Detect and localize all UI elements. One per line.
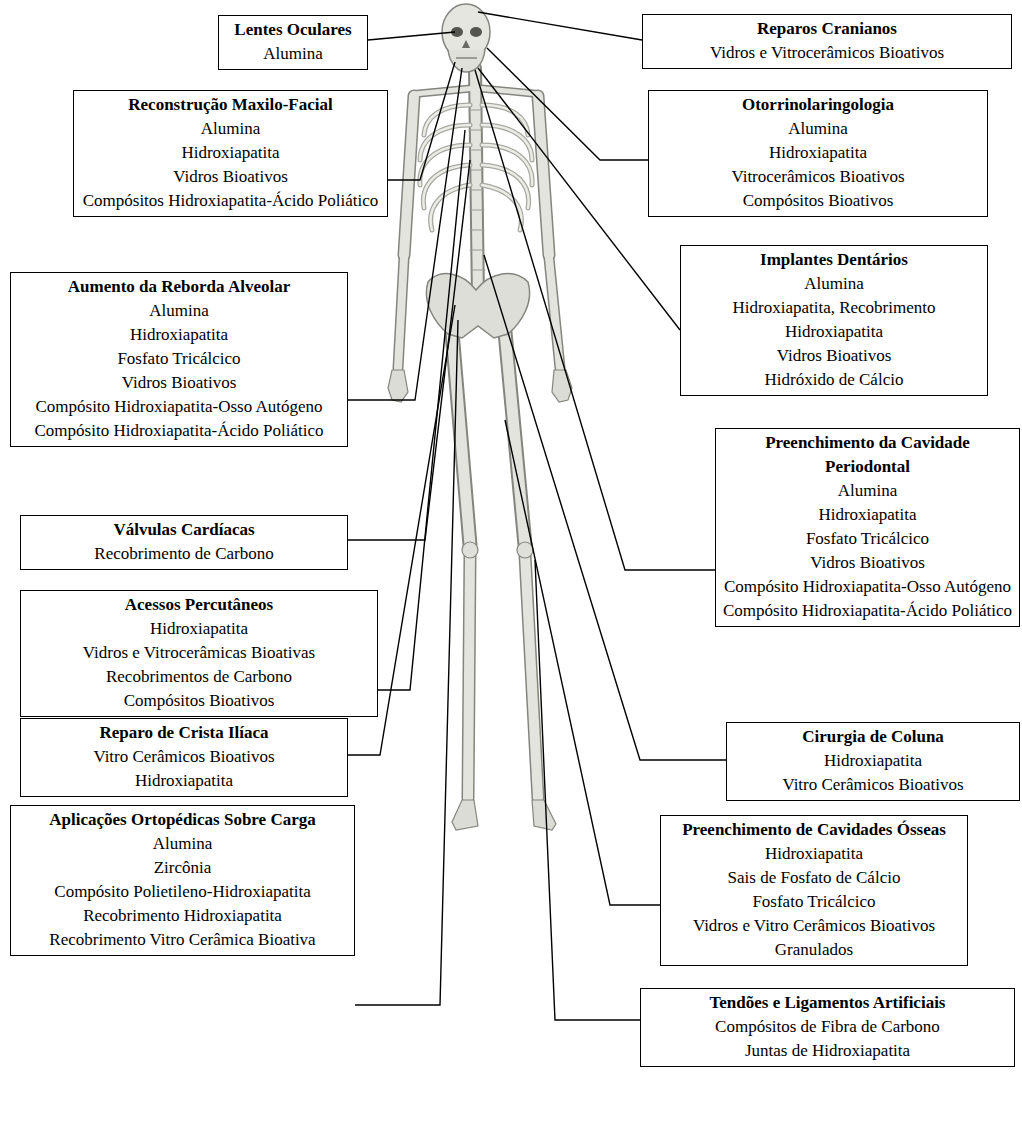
box-heading: Implantes Dentários [687, 248, 981, 272]
material-item: Vitro Cerâmicos Bioativos [733, 773, 1013, 797]
material-box: Reconstrução Maxilo-FacialAluminaHidroxi… [73, 90, 388, 217]
pelvis [426, 274, 529, 338]
leader-line [478, 12, 642, 40]
material-item: Compósitos Bioativos [27, 689, 371, 713]
material-item: Vidros Bioativos [687, 344, 981, 368]
box-heading: Reparos Cranianos [649, 17, 1005, 41]
material-item: Alumina [687, 272, 981, 296]
leader-line [535, 560, 640, 1020]
material-item: Alumina [80, 117, 381, 141]
material-box: Reparos CranianosVidros e Vitrocerâmicos… [642, 14, 1012, 69]
material-box: Acessos PercutâneosHidroxiapatitaVidros … [20, 590, 378, 717]
knee [462, 542, 478, 558]
material-item: Recobrimento de Carbono [27, 542, 341, 566]
material-item: Hidroxiapatita [733, 749, 1013, 773]
material-item: Recobrimentos de Carbono [27, 665, 371, 689]
material-item: Alumina [17, 832, 348, 856]
teeth [456, 57, 477, 59]
material-item: Zircônia [17, 856, 348, 880]
box-heading: Reconstrução Maxilo-Facial [80, 93, 381, 117]
material-box: Preenchimento da Cavidade PeriodontalAlu… [715, 428, 1020, 627]
material-item: Alumina [17, 299, 341, 323]
material-item: Compósitos de Fibra de Carbono [647, 1015, 1008, 1039]
material-box: OtorrinolaringologiaAluminaHidroxiapatit… [648, 90, 988, 217]
leader-line [378, 130, 465, 690]
material-item: Hidroxiapatita [722, 503, 1013, 527]
material-item: Vidros e Vitrocerâmicos Bioativos [649, 41, 1005, 65]
material-item: Alumina [225, 42, 361, 66]
box-heading: Preenchimento de Cavidades Ósseas [667, 818, 961, 842]
material-item: Hidroxiapatita [27, 617, 371, 641]
material-item: Hidroxiapatita [17, 323, 341, 347]
foot [532, 800, 556, 830]
material-item: Hidroxiapatita [667, 842, 961, 866]
box-heading: Reparo de Crista Ilíaca [27, 721, 341, 745]
box-heading: Acessos Percutâneos [27, 593, 371, 617]
material-item: Recobrimento Vitro Cerâmica Bioativa [17, 928, 348, 952]
box-heading: Preenchimento da Cavidade Periodontal [722, 431, 1013, 479]
foot [452, 800, 478, 830]
material-item: Compósito Hidroxiapatita-Ácido Poliático [722, 599, 1013, 623]
bone-fill [398, 68, 560, 798]
material-item: Alumina [655, 117, 981, 141]
hand [388, 370, 408, 402]
material-box: Válvulas CardíacasRecobrimento de Carbon… [20, 515, 348, 570]
material-item: Fosfato Tricálcico [17, 347, 341, 371]
box-heading: Otorrinolaringologia [655, 93, 981, 117]
bone-outline [398, 68, 560, 798]
material-item: Hidroxiapatita [655, 141, 981, 165]
material-box: Reparo de Crista IlíacaVitro Cerâmicos B… [20, 718, 348, 797]
material-item: Vitro Cerâmicos Bioativos [27, 745, 341, 769]
material-item: Alumina [722, 479, 1013, 503]
material-item: Vitrocerâmicos Bioativos [655, 165, 981, 189]
material-box: Lentes OcularesAlumina [218, 15, 368, 70]
material-item: Hidróxido de Cálcio [687, 368, 981, 392]
eye-socket [470, 27, 482, 37]
material-item: Hidroxiapatita, Recobrimento Hidroxiapat… [687, 296, 981, 344]
material-item: Compósitos Hidroxiapatita-Ácido Poliátic… [80, 189, 381, 213]
material-item: Vidros e Vitro Cerâmicos Bioativos Granu… [667, 914, 961, 962]
material-item: Compósito Hidroxiapatita-Ácido Poliático [17, 419, 341, 443]
leader-line [368, 32, 455, 40]
material-item: Vidros Bioativos [80, 165, 381, 189]
box-heading: Aumento da Reborda Alveolar [17, 275, 341, 299]
hand [552, 370, 572, 402]
material-item: Compósito Polietileno-Hidroxiapatita [17, 880, 348, 904]
box-heading: Aplicações Ortopédicas Sobre Carga [17, 808, 348, 832]
material-item: Recobrimento Hidroxiapatita [17, 904, 348, 928]
material-item: Compósito Hidroxiapatita-Osso Autógeno [17, 395, 341, 419]
leader-line [505, 420, 660, 905]
material-item: Vidros Bioativos [17, 371, 341, 395]
material-item: Hidroxiapatita [27, 769, 341, 793]
material-box: Preenchimento de Cavidades ÓsseasHidroxi… [660, 815, 968, 966]
box-heading: Válvulas Cardíacas [27, 518, 341, 542]
material-box: Implantes DentáriosAluminaHidroxiapatita… [680, 245, 988, 396]
skeleton [398, 68, 560, 798]
material-box: Cirurgia de ColunaHidroxiapatitaVitro Ce… [726, 722, 1020, 801]
leader-line [388, 62, 455, 180]
leader-line [487, 48, 648, 160]
nasal-cavity [462, 40, 470, 48]
leader-line [348, 160, 470, 540]
box-heading: Cirurgia de Coluna [733, 725, 1013, 749]
material-item: Hidroxiapatita [80, 141, 381, 165]
material-item: Fosfato Tricálcico [722, 527, 1013, 551]
material-item: Juntas de Hidroxiapatita [647, 1039, 1008, 1063]
material-item: Compósitos Bioativos [655, 189, 981, 213]
vertebrae [469, 110, 485, 270]
material-box: Aumento da Reborda AlveolarAluminaHidrox… [10, 272, 348, 447]
material-box: Tendões e Ligamentos ArtificiaisCompósit… [640, 988, 1015, 1067]
material-box: Aplicações Ortopédicas Sobre CargaAlumin… [10, 805, 355, 956]
material-item: Fosfato Tricálcico [667, 890, 961, 914]
material-item: Compósito Hidroxiapatita-Osso Autógeno [722, 575, 1013, 599]
knee [517, 542, 533, 558]
box-heading: Tendões e Ligamentos Artificiais [647, 991, 1008, 1015]
material-item: Vidros Bioativos [722, 551, 1013, 575]
material-item: Sais de Fosfato de Cálcio [667, 866, 961, 890]
material-item: Vidros e Vitrocerâmicas Bioativas [27, 641, 371, 665]
box-heading: Lentes Oculares [225, 18, 361, 42]
